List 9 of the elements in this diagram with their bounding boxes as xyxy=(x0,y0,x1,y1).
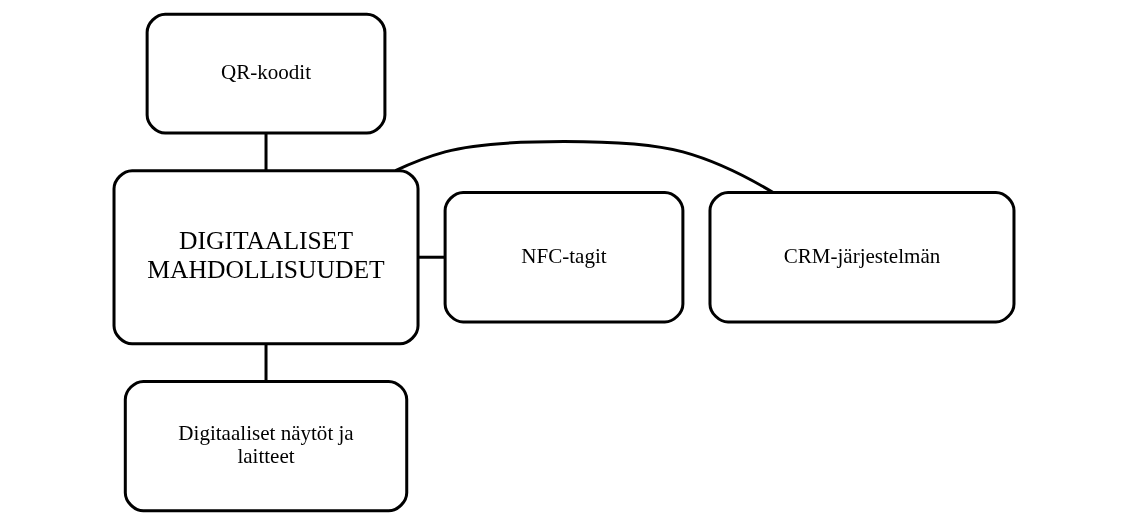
connector xyxy=(264,344,268,381)
node-box: Digitaaliset näytöt ja laitteet xyxy=(123,379,409,513)
node-box: QR-koodit xyxy=(145,12,387,135)
node-box: NFC-tagit xyxy=(443,191,685,324)
connector xyxy=(418,255,445,259)
node-box: CRM-järjestelmän xyxy=(708,191,1016,324)
node-box: DIGITAALISET MAHDOLLISUUDET xyxy=(112,169,420,346)
connector xyxy=(394,139,774,194)
connector xyxy=(264,133,268,171)
